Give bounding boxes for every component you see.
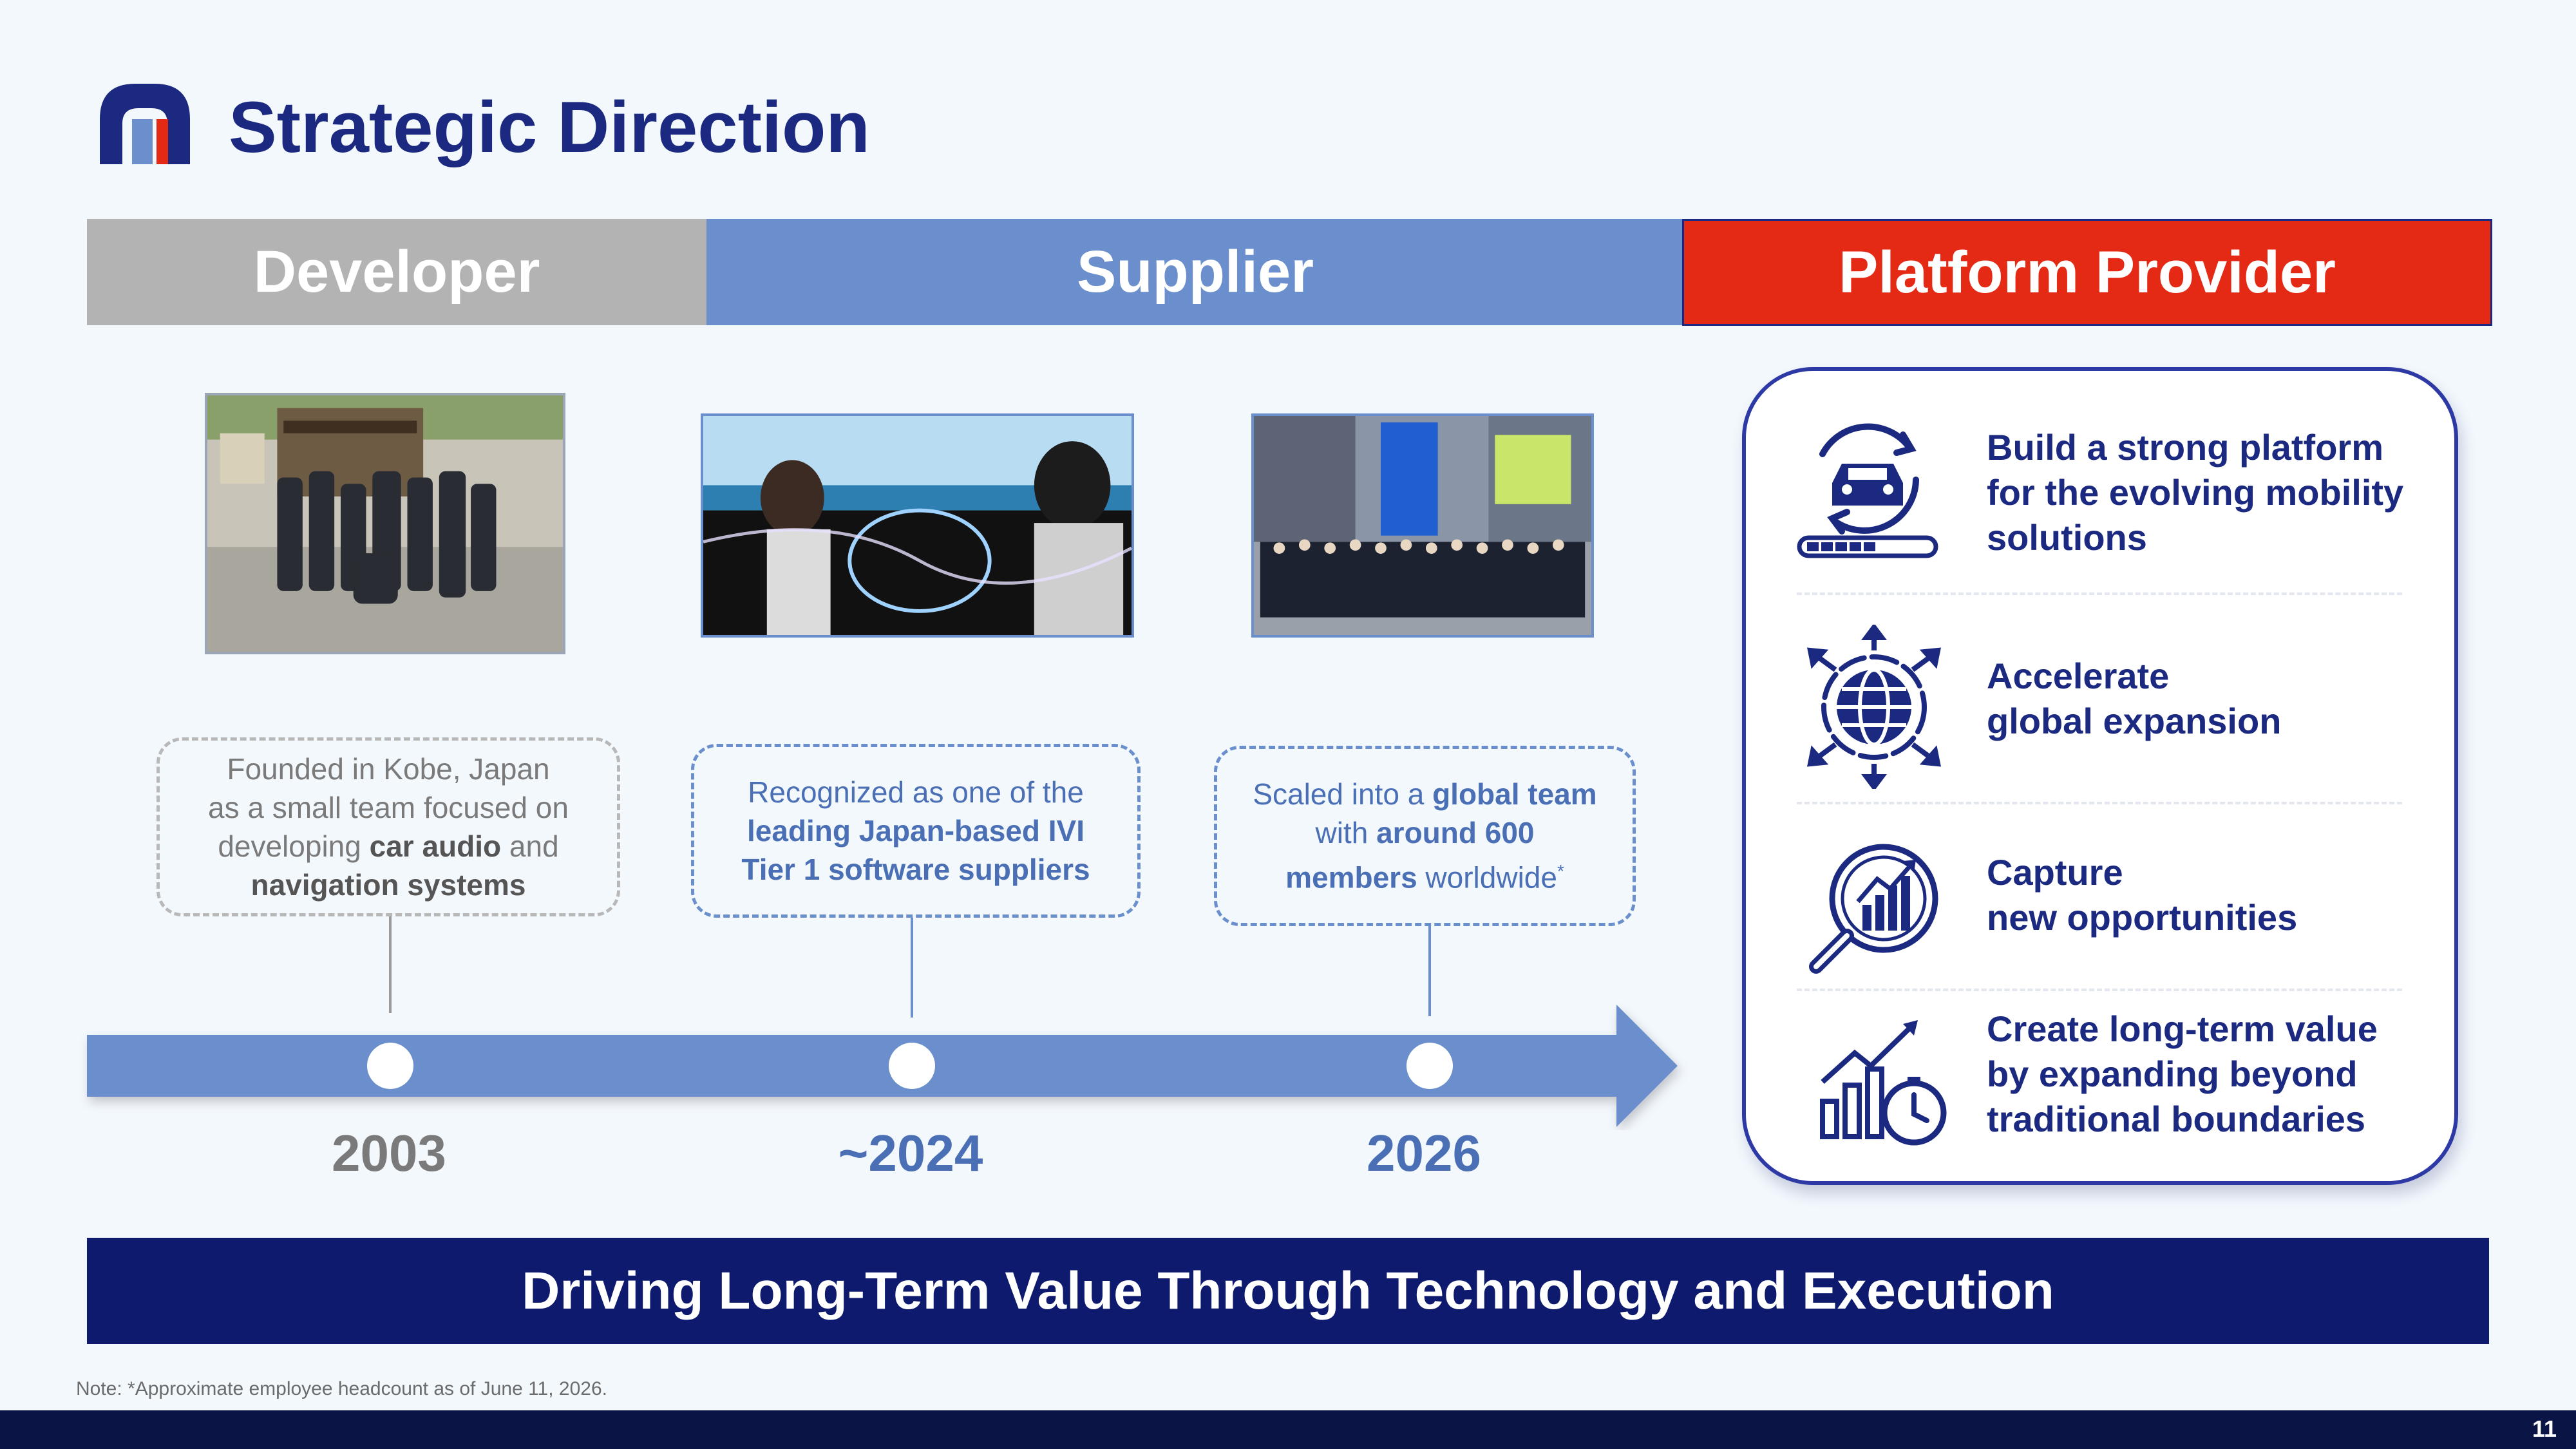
photo-global-team <box>1251 413 1594 638</box>
platform-item-global-expansion: Accelerate global expansion <box>1987 656 2282 741</box>
company-logo <box>100 84 190 164</box>
magnifier-growth-icon <box>1809 844 1938 974</box>
chart-clock-icon <box>1820 1020 1947 1146</box>
platform-item-long-term-value: Create long-term value by expanding beyo… <box>1987 1009 2378 1139</box>
platform-divider-2 <box>1797 802 2402 804</box>
globe-expansion-icon <box>1807 625 1941 789</box>
callout-2024-line1: Recognized as one of the <box>748 775 1084 809</box>
page-number: 11 <box>2532 1416 2557 1442</box>
platform-divider-1 <box>1797 592 2402 595</box>
page-title: Strategic Direction <box>229 87 870 167</box>
callout-2003-bold-navigation: navigation systems <box>251 868 526 902</box>
stem-2026 <box>1428 926 1431 1016</box>
phase-developer: Developer <box>87 219 706 325</box>
callout-2003: Founded in Kobe, Japan as a small team f… <box>156 737 620 916</box>
photo-in-vehicle-infotainment <box>701 413 1134 638</box>
callout-2026-bold-members: members <box>1285 860 1417 895</box>
phase-supplier: Supplier <box>706 219 1684 325</box>
timeline-dot-2003 <box>367 1043 413 1089</box>
year-2003: 2003 <box>332 1124 446 1182</box>
platform-item-new-opportunities: Capture new opportunities <box>1987 852 2298 938</box>
timeline-arrow <box>87 1005 1678 1127</box>
callout-2026-bold-around-600: around 600 <box>1376 816 1535 850</box>
callout-2024: Recognized as one of the leading Japan-b… <box>691 744 1141 918</box>
callout-2003-bold-car-audio: car audio <box>369 829 502 863</box>
stem-2003 <box>389 916 392 1013</box>
callout-2026-bold-global-team: global team <box>1432 777 1597 811</box>
callout-2026-worldwide: worldwide <box>1417 860 1557 895</box>
callout-2026-line1a: Scaled into a <box>1253 777 1433 811</box>
year-2024: ~2024 <box>838 1124 983 1182</box>
footnote: Note: *Approximate employee headcount as… <box>76 1378 607 1399</box>
callout-2026-asterisk: * <box>1557 861 1564 882</box>
callout-2024-line3: Tier 1 software suppliers <box>741 853 1090 886</box>
footer-bar <box>0 1410 2576 1449</box>
callout-2026-line2a: with <box>1315 816 1377 850</box>
phase-platform-provider: Platform Provider <box>1682 219 2492 326</box>
platform-divider-3 <box>1797 989 2402 991</box>
callout-2026: Scaled into a global team with around 60… <box>1214 746 1636 926</box>
callout-2003-line3c: and <box>501 829 559 863</box>
timeline-dot-2026 <box>1406 1043 1453 1089</box>
callout-2003-line1: Founded in Kobe, Japan <box>227 752 550 786</box>
photo-founding-team <box>205 393 565 654</box>
stem-2024 <box>911 918 913 1018</box>
callout-2024-line2: leading Japan-based IVI <box>746 814 1085 848</box>
platform-item-build-platform: Build a strong platform for the evolving… <box>1987 427 2404 558</box>
car-platform-icon <box>1797 423 1938 558</box>
bottom-banner: Driving Long-Term Value Through Technolo… <box>87 1238 2489 1344</box>
year-2026: 2026 <box>1367 1124 1481 1182</box>
callout-2003-line2: as a small team focused on <box>208 791 569 824</box>
platform-panel <box>1742 367 2458 1185</box>
callout-2003-line3a: developing <box>218 829 370 863</box>
timeline-dot-2024 <box>889 1043 935 1089</box>
